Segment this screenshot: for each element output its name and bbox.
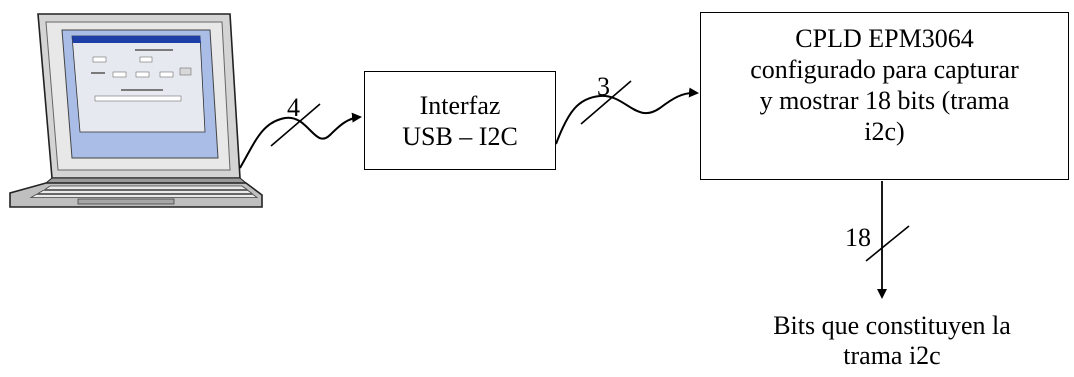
bus-usb-to-cpld: [556, 81, 697, 144]
usb-i2c-label: Interfaz USB – I2C: [402, 90, 518, 152]
usb-i2c-interface-box: Interfaz USB – I2C: [364, 71, 556, 170]
bus-slash-18: [866, 226, 909, 261]
cpld-box: CPLD EPM3064 configurado para capturar y…: [700, 12, 1069, 180]
usb-label-line2: USB – I2C: [402, 121, 518, 152]
output-description: Bits que constituyen la trama i2c: [732, 311, 1052, 371]
usb-label-line1: Interfaz: [402, 90, 518, 121]
bus-width-label-18: 18: [845, 223, 871, 253]
cpld-label-line1: CPLD EPM3064: [750, 23, 1019, 54]
cpld-label: CPLD EPM3064 configurado para capturar y…: [750, 23, 1019, 147]
bus-cpld-output: [866, 181, 909, 297]
cpld-label-line4: i2c): [750, 116, 1019, 147]
bus-laptop-to-usb: [240, 104, 360, 168]
bus-width-label-3: 3: [597, 72, 610, 102]
laptop-computer-icon: [10, 14, 262, 207]
output-line2: trama i2c: [732, 341, 1052, 371]
app-window-on-screen: [72, 36, 205, 132]
cpld-label-line3: y mostrar 18 bits (trama: [750, 85, 1019, 116]
bus-width-label-4: 4: [287, 93, 300, 123]
cpld-label-line2: configurado para capturar: [750, 54, 1019, 85]
output-line1: Bits que constituyen la: [732, 311, 1052, 341]
